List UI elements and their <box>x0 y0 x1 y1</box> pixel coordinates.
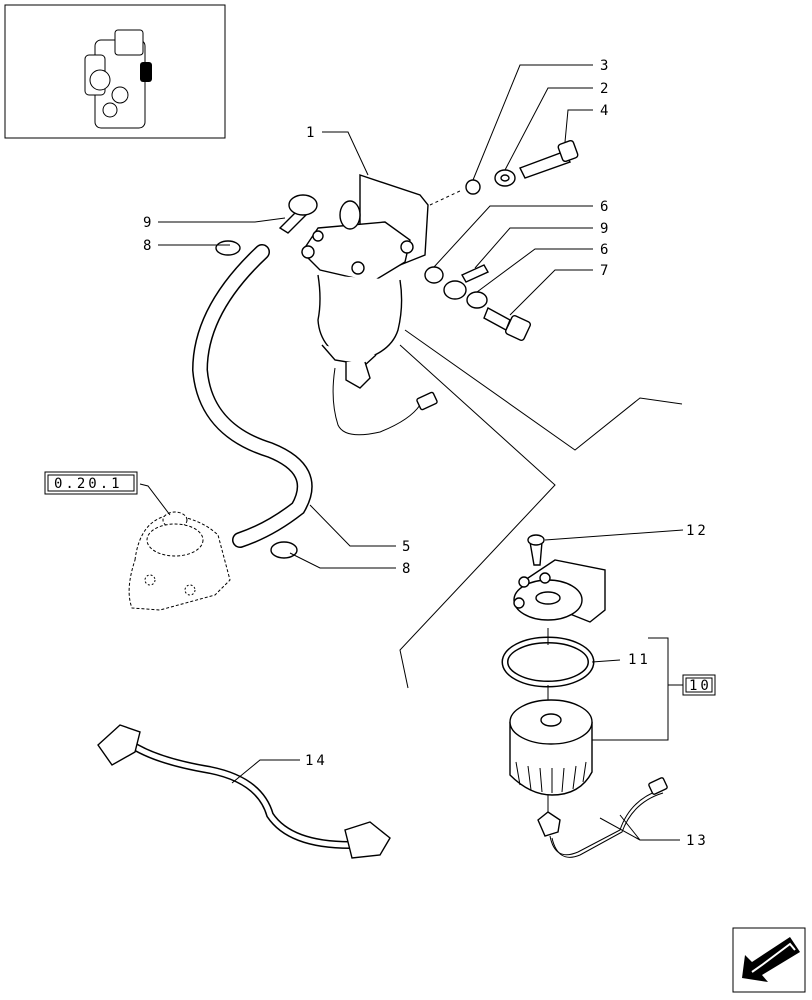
label-10-box: 10 <box>682 674 716 696</box>
label-13: 13 <box>686 833 709 849</box>
label-9: 9 <box>143 215 151 231</box>
label-9: 9 <box>600 221 608 237</box>
pump-reference-label: 0.20.1 <box>54 476 123 492</box>
label-2: 2 <box>600 81 608 97</box>
label-7: 7 <box>600 263 608 279</box>
engine-thumbnail-icon[interactable] <box>4 4 226 139</box>
label-14: 14 <box>305 753 328 769</box>
label-8: 8 <box>143 238 151 254</box>
label-6: 6 <box>600 199 608 215</box>
detail-lines <box>399 189 683 812</box>
part-labels: 1 3 2 4 6 9 6 7 9 8 5 8 12 11 13 14 <box>143 58 709 849</box>
wire-harness <box>97 724 391 859</box>
filter-hardware <box>215 139 579 342</box>
leader-lines <box>139 64 684 841</box>
label-4: 4 <box>600 103 608 119</box>
pump-reference-box[interactable]: 0.20.1 <box>44 471 138 495</box>
label-3: 3 <box>600 58 608 74</box>
filter-cartridge <box>509 699 593 796</box>
label-1: 1 <box>306 125 314 141</box>
fuel-filter-assembly <box>301 174 438 436</box>
label-5: 5 <box>402 539 410 555</box>
filter-head <box>513 534 606 623</box>
fuel-hose <box>191 244 313 559</box>
label-12: 12 <box>686 523 709 539</box>
label-11: 11 <box>628 652 651 668</box>
label-6: 6 <box>600 242 608 258</box>
drain-sensor-wire <box>537 777 668 858</box>
navigation-arrow-icon[interactable] <box>732 927 806 993</box>
injection-pump-reference <box>128 511 231 611</box>
label-10: 10 <box>689 678 712 694</box>
filter-o-ring <box>501 636 595 688</box>
label-8: 8 <box>402 561 410 577</box>
